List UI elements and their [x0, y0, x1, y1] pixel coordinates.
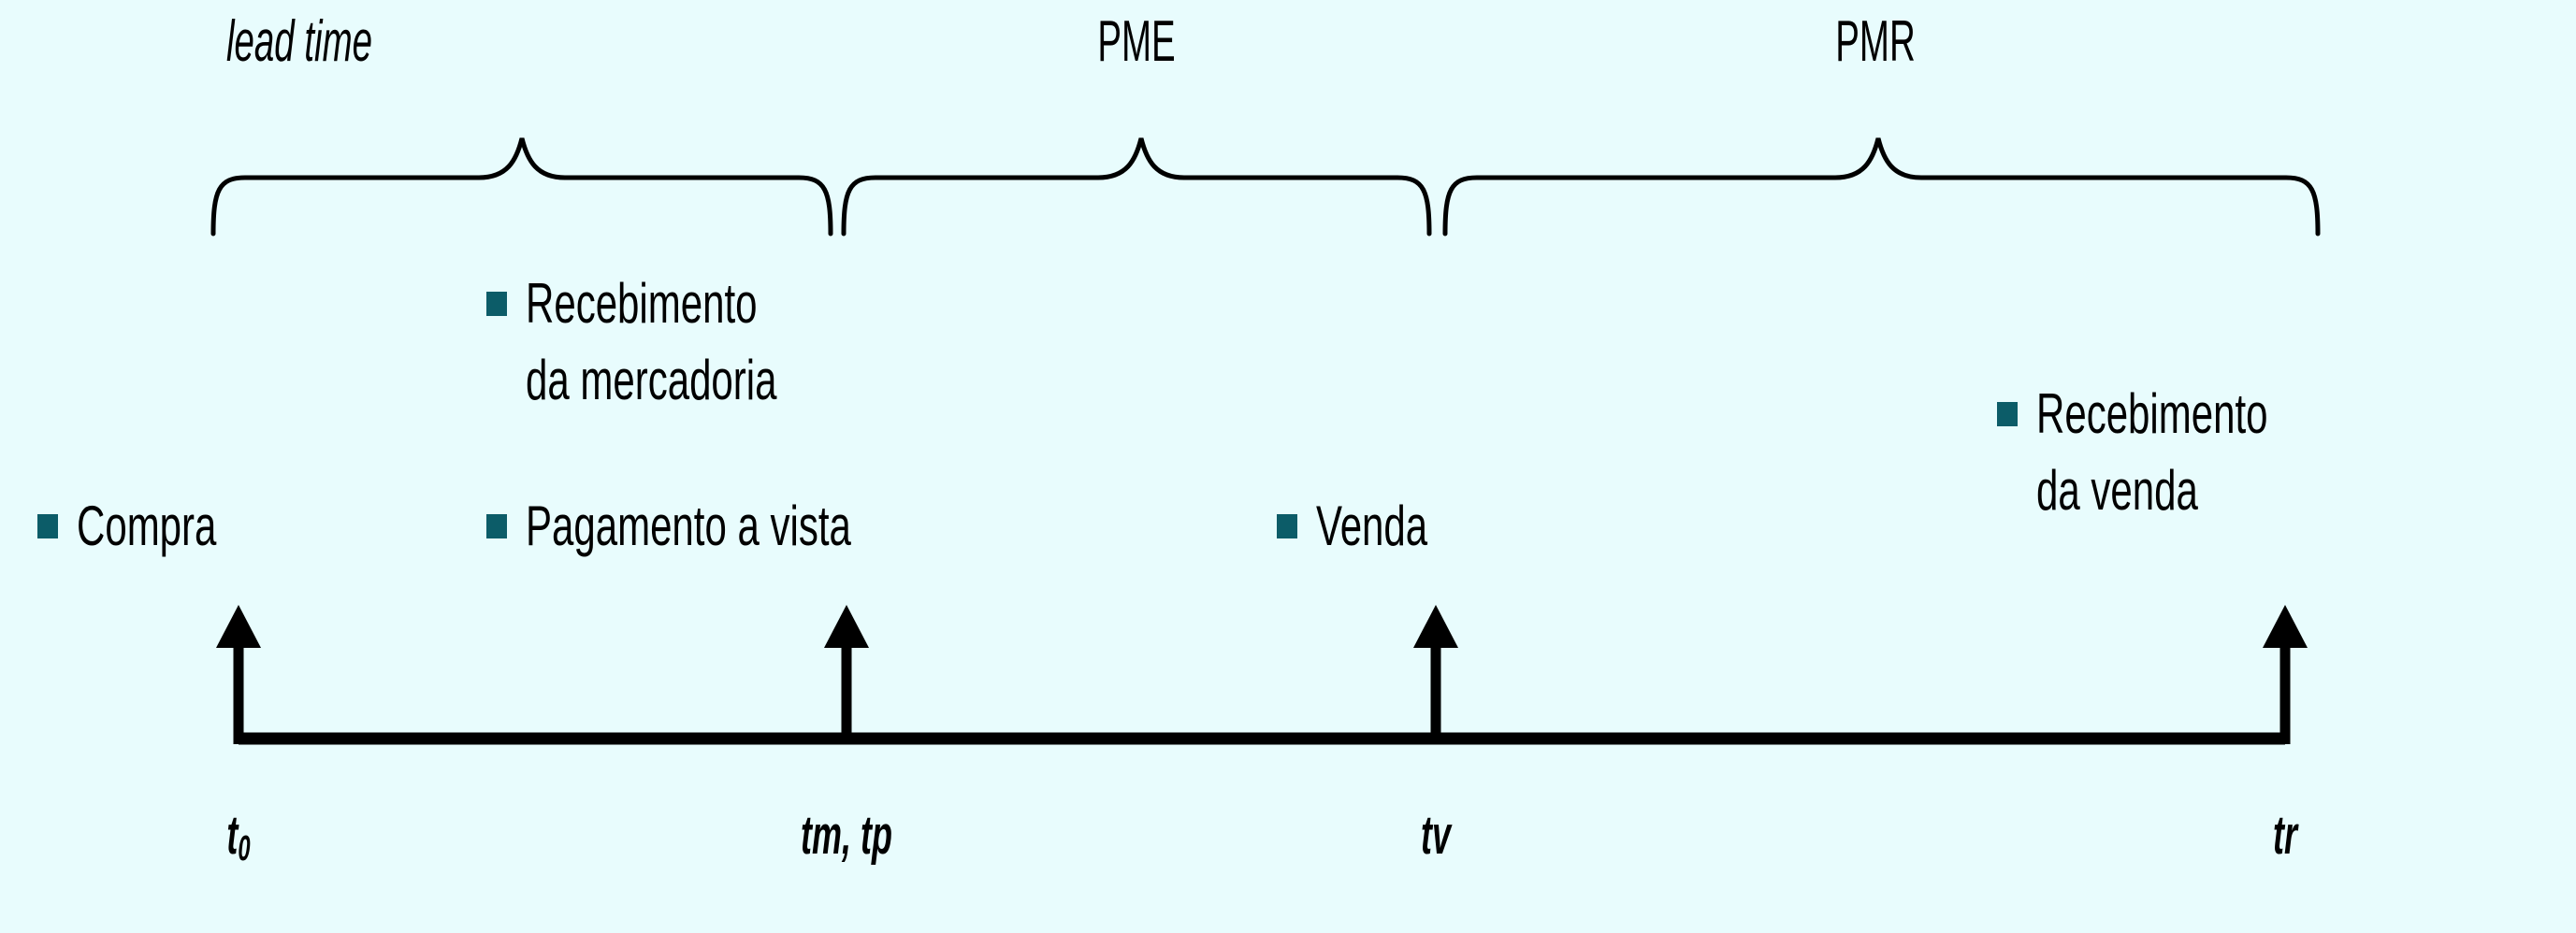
period-label-pme: PME	[1097, 9, 1176, 74]
timeline-arrow-head	[216, 605, 261, 648]
tick-label-tmtp: tm, tp	[801, 805, 892, 866]
event-item-recebimento-da-mercadoria: Recebimento	[486, 271, 857, 336]
timeline-arrow-head	[2263, 605, 2308, 648]
period-label-pmr: PMR	[1835, 9, 1916, 74]
event-label-continued: da mercadoria	[526, 349, 777, 411]
bullet-square-icon	[486, 513, 507, 538]
bullet-square-icon	[37, 513, 58, 538]
timeline-arrow-head	[824, 605, 869, 648]
event-label: Venda	[1316, 495, 1428, 557]
tick-label-text: t	[226, 805, 239, 866]
tick-label-t0: t0	[65, 804, 412, 869]
event-label: Recebimento	[2036, 382, 2268, 445]
event-item-compra: Compra	[37, 494, 276, 558]
bullet-square-icon	[1997, 401, 2018, 426]
period-label-lead-time: lead time	[226, 9, 372, 74]
timeline-axis-group	[216, 605, 2308, 745]
event-label: Compra	[77, 495, 217, 557]
event-item-recebimento-da-venda: Recebimento	[1997, 381, 2367, 446]
event-item-venda: Venda	[1277, 494, 1475, 558]
tick-label-tv: tv	[1421, 805, 1451, 866]
bullet-square-icon	[486, 291, 507, 316]
pme-brace	[841, 137, 1432, 237]
pmr-brace	[1442, 137, 2321, 237]
bullet-square-icon	[1277, 513, 1297, 538]
lead-time-brace	[210, 137, 833, 237]
braces-group	[210, 137, 2321, 237]
event-item-pagamento-a-vista: Pagamento a vista	[486, 494, 991, 558]
tick-label-tr: tr	[2273, 805, 2297, 866]
event-label: Pagamento a vista	[526, 495, 851, 557]
timeline-arrow-head	[1413, 605, 1458, 648]
tick-label-subscript: 0	[238, 827, 251, 868]
event-label-continued: da venda	[2036, 459, 2198, 522]
event-label: Recebimento	[526, 272, 758, 335]
